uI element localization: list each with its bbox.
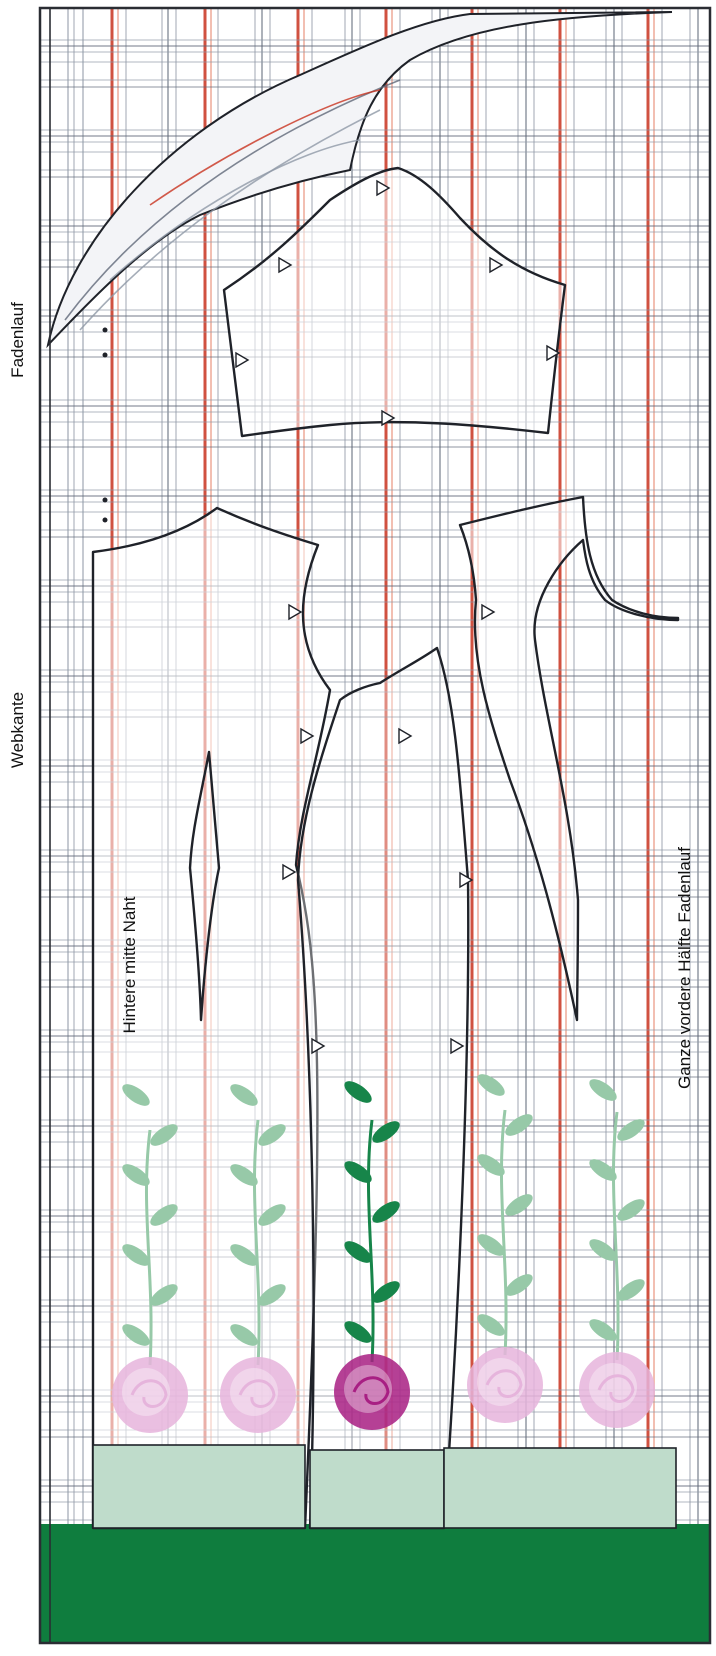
- notch-marker: [311, 1037, 326, 1055]
- notch-marker: [546, 344, 561, 362]
- grain-mark: [102, 327, 108, 333]
- grain-label: Fadenlauf: [8, 302, 27, 378]
- front-side-piece: [458, 495, 680, 1022]
- collar-plaid-line: [149, 89, 381, 206]
- hem-band: [40, 1524, 710, 1643]
- collar-plaid-line: [79, 109, 381, 331]
- hem-panel: [92, 1444, 306, 1529]
- hem-panel: [309, 1449, 445, 1529]
- back-dart: [188, 750, 221, 1022]
- back-bodice-piece: [91, 506, 332, 1530]
- fabric-border: [38, 6, 712, 1645]
- notch-marker: [489, 256, 504, 274]
- notch-marker: [381, 409, 396, 427]
- notch-marker: [300, 727, 315, 745]
- notch-marker: [235, 351, 250, 369]
- rose-motif-2: [220, 1084, 296, 1433]
- rose-motif-5: [579, 1079, 655, 1428]
- collar-piece: [46, 11, 673, 349]
- notch-marker: [282, 863, 297, 881]
- grain-mark: [102, 517, 108, 523]
- collar-plaid-line: [109, 139, 361, 281]
- notch-marker: [481, 603, 496, 621]
- front-half-grain-label: Ganze vordere Hälfte Fadenlauf: [675, 847, 694, 1089]
- grain-mark: [102, 497, 108, 503]
- notch-marker: [398, 727, 413, 745]
- notch-marker: [459, 871, 474, 889]
- rose-motif-3: [334, 1081, 410, 1430]
- pattern-pieces: [46, 11, 680, 1530]
- notch-marker: [376, 179, 391, 197]
- rose-motif-1: [112, 1084, 188, 1433]
- notch-marker: [450, 1037, 465, 1055]
- selvage-label: Webkante: [8, 691, 27, 769]
- collar-plaid-line: [64, 79, 401, 321]
- grain-mark: [102, 352, 108, 358]
- rose-motifs: [112, 1074, 655, 1433]
- center-back-seam-label: Hintere mitte Naht: [120, 896, 139, 1034]
- hem-panel: [443, 1447, 677, 1529]
- notch-marker: [288, 603, 303, 621]
- notch-marker: [278, 256, 293, 274]
- rose-motif-4: [467, 1074, 543, 1423]
- sleeve-piece: [222, 166, 567, 438]
